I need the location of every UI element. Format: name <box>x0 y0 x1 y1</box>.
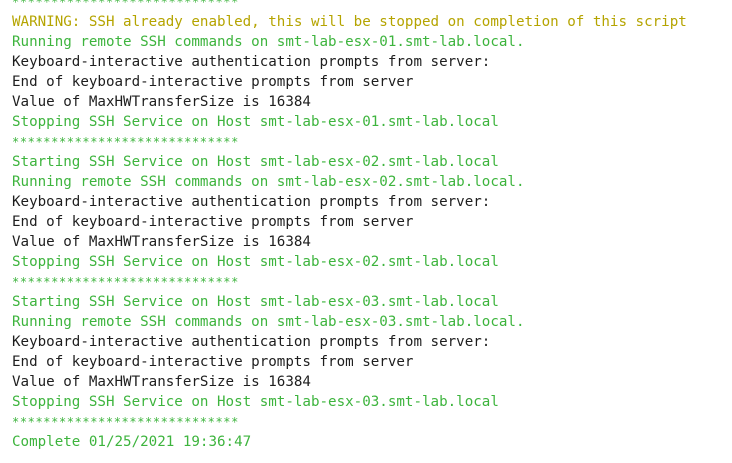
console-line-status: Stopping SSH Service on Host smt-lab-esx… <box>12 254 499 270</box>
console-line-separator: ***************************** <box>12 275 239 289</box>
console-line-output: Value of MaxHWTransferSize is 16384 <box>12 374 311 390</box>
console-line-warning: WARNING: SSH already enabled, this will … <box>12 14 687 30</box>
console-line-status: Stopping SSH Service on Host smt-lab-esx… <box>12 114 499 130</box>
console-line-status: Complete 01/25/2021 19:36:47 <box>12 434 252 450</box>
console-line-output: Keyboard-interactive authentication prom… <box>12 194 491 210</box>
console-line-status: Running remote SSH commands on smt-lab-e… <box>12 314 525 330</box>
console-line-output: End of keyboard-interactive prompts from… <box>12 354 414 370</box>
console-line-output: Value of MaxHWTransferSize is 16384 <box>12 94 311 110</box>
console-line-status: Running remote SSH commands on smt-lab-e… <box>12 174 525 190</box>
console-line-status: Stopping SSH Service on Host smt-lab-esx… <box>12 394 499 410</box>
console-line-separator: ***************************** <box>12 415 239 429</box>
console-line-output: End of keyboard-interactive prompts from… <box>12 214 414 230</box>
console-line-separator: ***************************** <box>12 135 239 149</box>
console-line-output: Keyboard-interactive authentication prom… <box>12 334 491 350</box>
console-line-output: End of keyboard-interactive prompts from… <box>12 74 414 90</box>
console-line-status: Starting SSH Service on Host smt-lab-esx… <box>12 294 499 310</box>
console-line-output: Keyboard-interactive authentication prom… <box>12 54 491 70</box>
console-line-status: Running remote SSH commands on smt-lab-e… <box>12 34 525 50</box>
console-line-output: Value of MaxHWTransferSize is 16384 <box>12 234 311 250</box>
console-line-status: Starting SSH Service on Host smt-lab-esx… <box>12 154 499 170</box>
console-line-separator: ***************************** <box>12 0 239 9</box>
